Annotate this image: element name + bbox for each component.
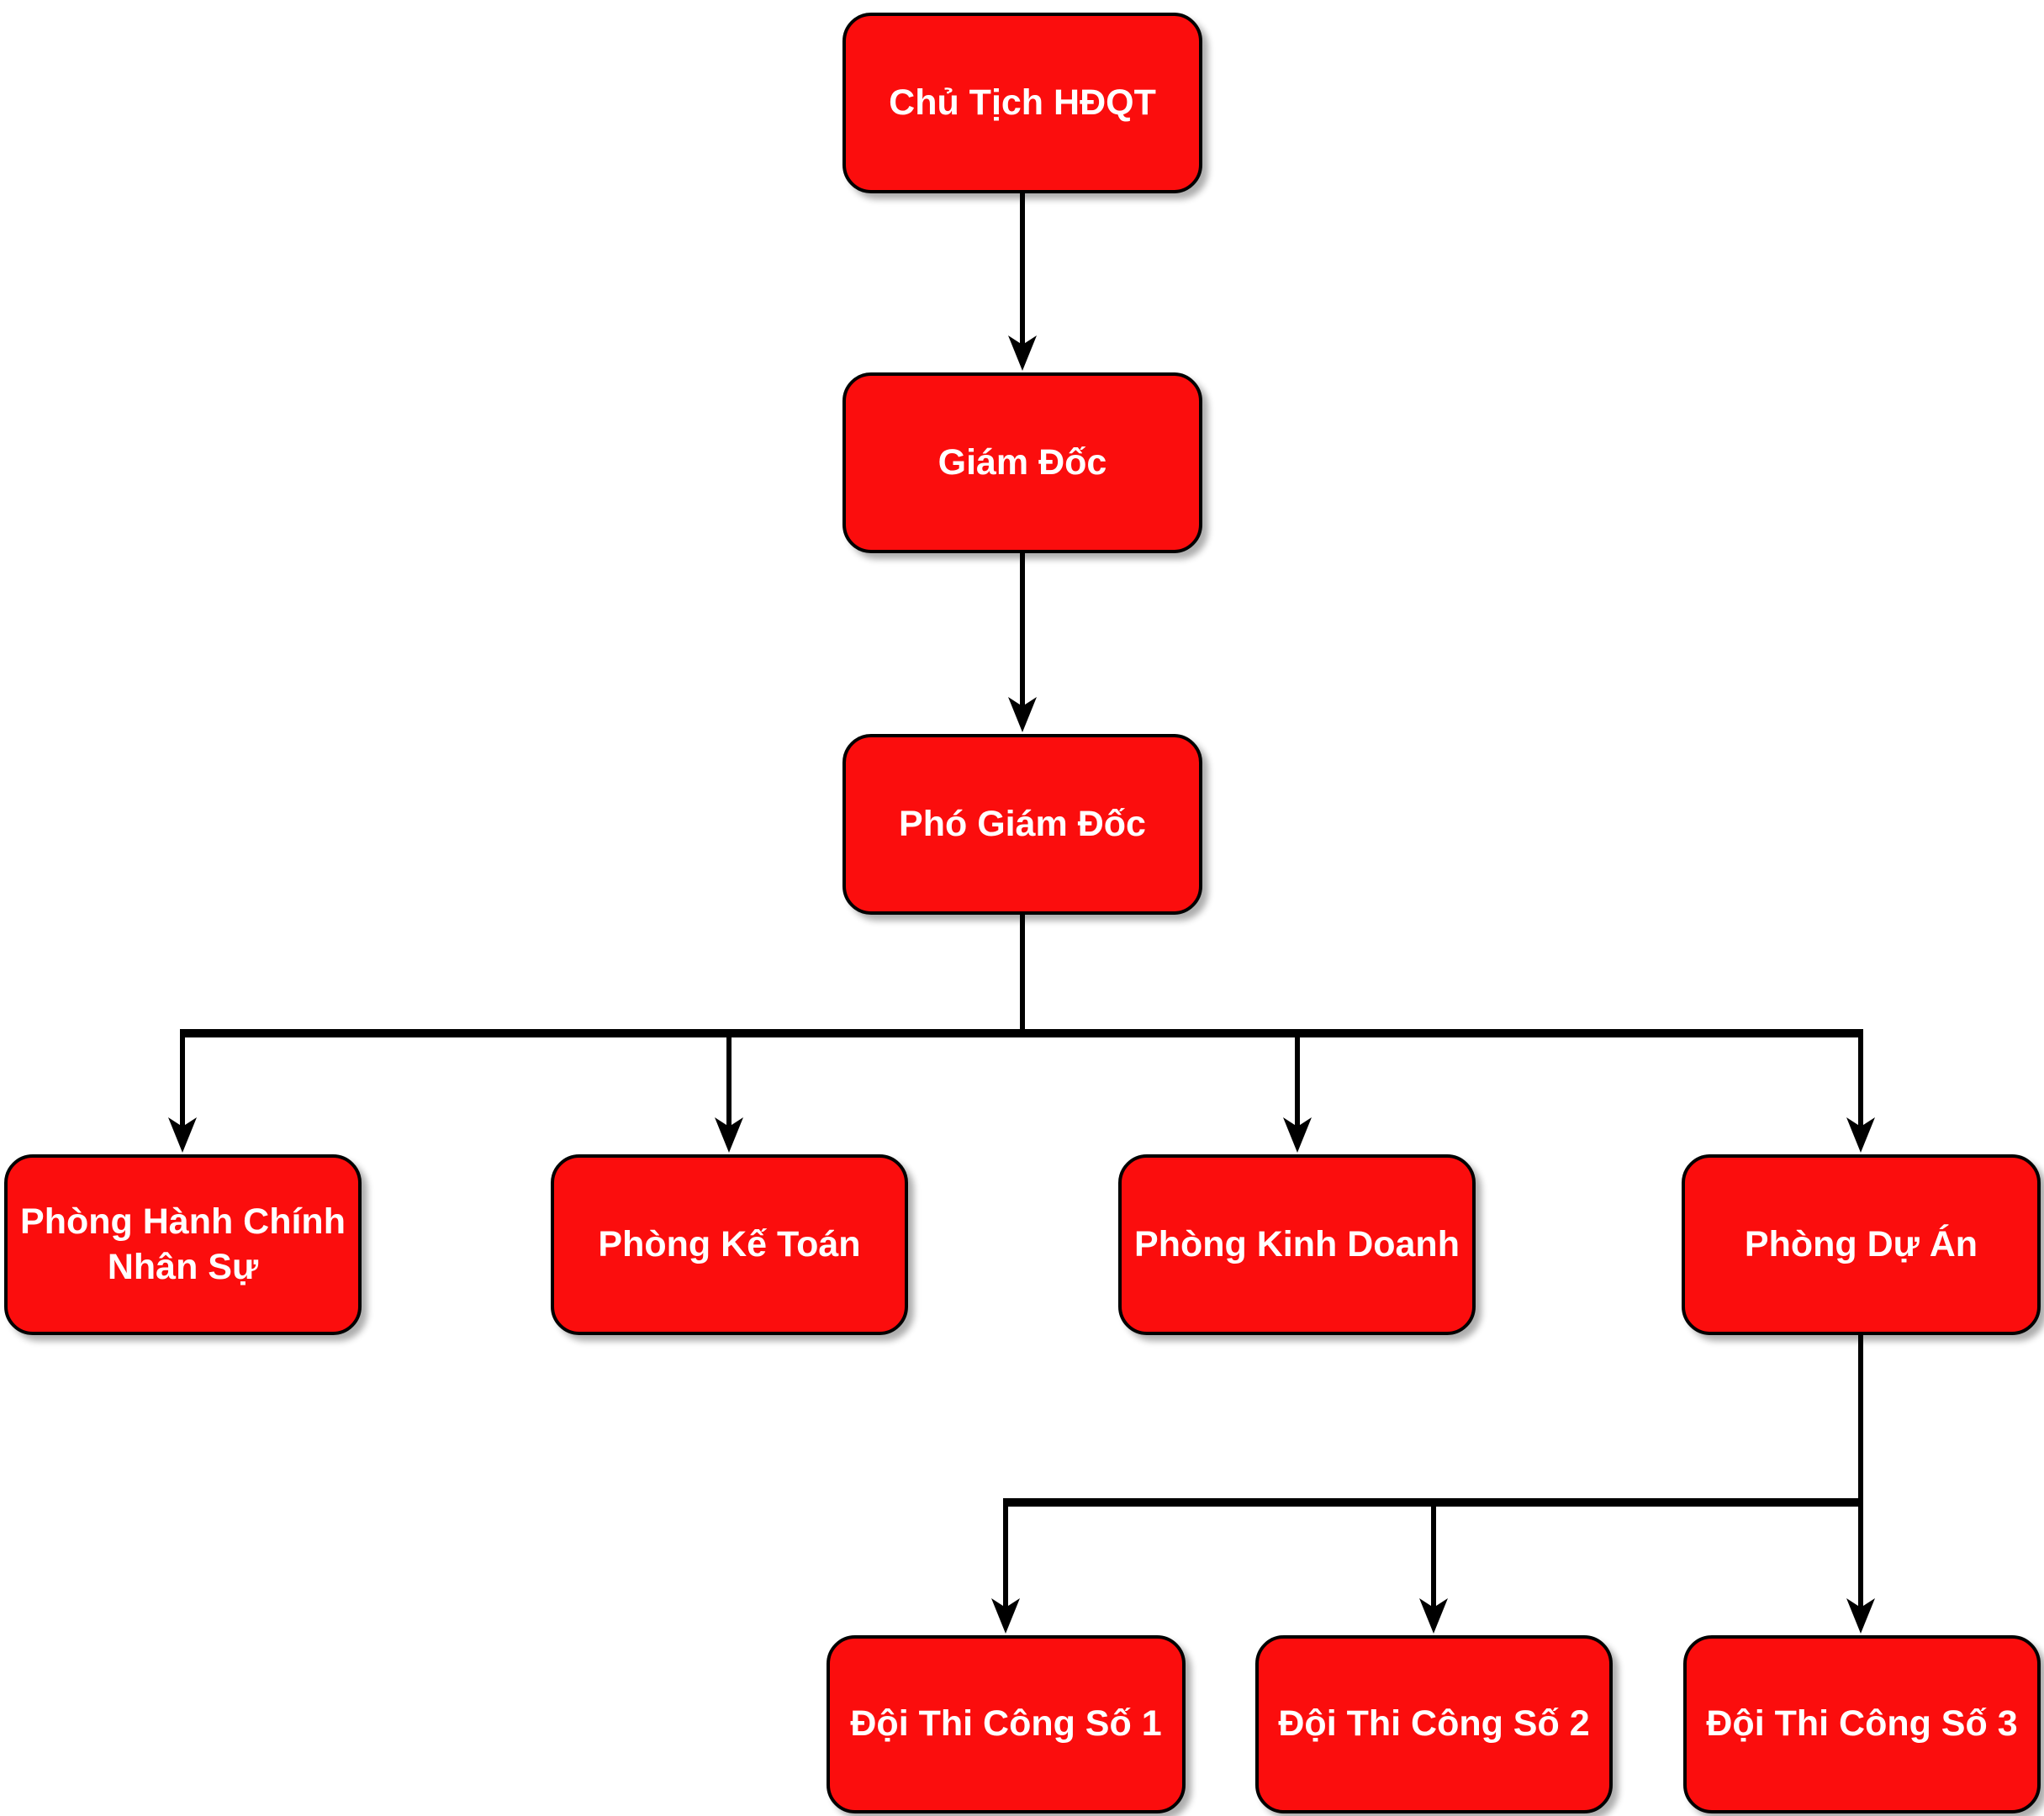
org-node-giam-doc[interactable]: Giám Đốc (842, 372, 1202, 553)
connector-chairman-director (1008, 192, 1037, 371)
org-node-chu-tich-hdqt[interactable]: Chủ Tịch HĐQT (842, 13, 1202, 193)
org-node-pho-giam-doc[interactable]: Phó Giám Đốc (842, 734, 1202, 915)
org-node-phong-hanh-chinh-nhan-su[interactable]: Phòng Hành Chính Nhân Sự (4, 1154, 362, 1335)
org-node-doi-thi-cong-so-2[interactable]: Đội Thi Công Số 2 (1255, 1635, 1613, 1813)
org-node-phong-ke-toan[interactable]: Phòng Kế Toán (551, 1154, 908, 1335)
connector-director-deputy (1008, 552, 1037, 732)
connector-project-teams (991, 1333, 1875, 1634)
connector-deputy-departments (168, 913, 1875, 1153)
org-node-phong-kinh-doanh[interactable]: Phòng Kinh Doanh (1118, 1154, 1476, 1335)
org-node-doi-thi-cong-so-3[interactable]: Đội Thi Công Số 3 (1683, 1635, 2041, 1813)
org-node-doi-thi-cong-so-1[interactable]: Đội Thi Công Số 1 (827, 1635, 1186, 1813)
org-node-phong-du-an[interactable]: Phòng Dự Án (1682, 1154, 2041, 1335)
